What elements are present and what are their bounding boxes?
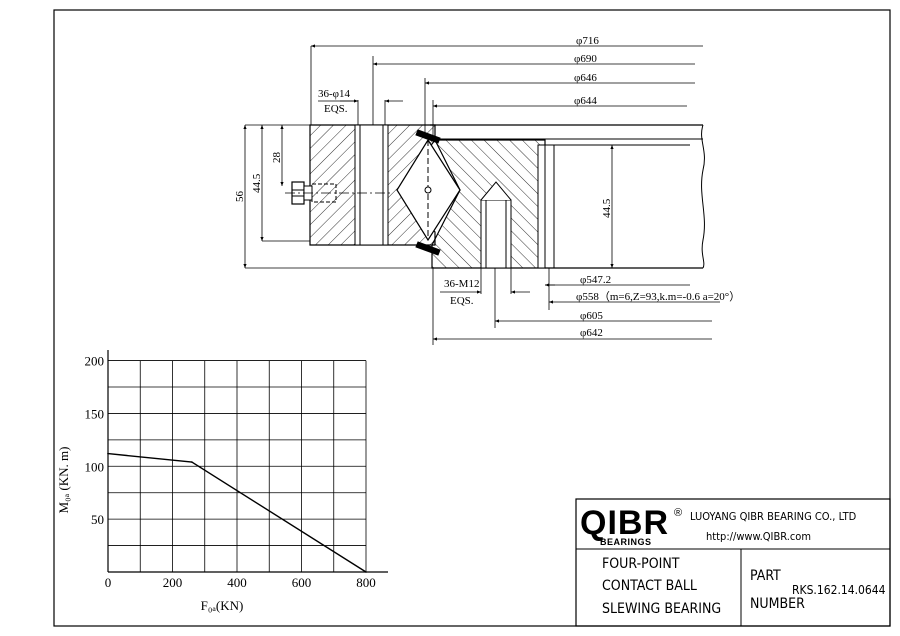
dimension-lines: [243, 44, 720, 345]
description-line-3: SLEWING BEARING: [602, 601, 721, 617]
load-curve-point: [107, 452, 109, 455]
bearing-cross-section: [285, 124, 705, 269]
chart-axes: [107, 350, 388, 573]
part-label-2: NUMBER: [750, 596, 805, 612]
seal-bottom: [415, 241, 441, 256]
x-tick-label: 800: [356, 575, 376, 590]
logo-sub: BEARINGS: [600, 537, 652, 547]
x-tick-label: 600: [292, 575, 312, 590]
dim-28: 28: [271, 152, 283, 164]
dim-690: φ690: [574, 53, 597, 65]
y-tick-label: 150: [85, 406, 105, 421]
dim-558: φ558（m=6,Z=93,k.m=-0.6 a=20°）: [576, 290, 740, 303]
chart-grid: [108, 360, 367, 572]
dim-646: φ646: [574, 72, 597, 84]
logo-registered: ®: [674, 507, 682, 519]
x-tick-label: 200: [163, 575, 183, 590]
company-name: LUOYANG QIBR BEARING CO., LTD: [690, 510, 857, 523]
title-block: [575, 498, 891, 627]
x-tick-label: 400: [227, 575, 247, 590]
part-number: RKS.162.14.0644: [792, 583, 886, 597]
load-curve-point: [365, 571, 367, 573]
description-line-1: FOUR-POINT: [602, 556, 680, 572]
dim-44-5-right: 44.5: [601, 198, 613, 218]
qibr-logo: QIBR ® BEARINGS: [580, 504, 682, 547]
part-label-1: PART: [750, 568, 781, 584]
chart-ticks: 0 200 400 600 800 200 150 100 50: [85, 354, 376, 590]
logo-text: QIBR: [580, 504, 669, 542]
dim-547: φ547.2: [580, 274, 611, 286]
load-chart: 0 200 400 600 800 200 150 100 50 F₀ₐ(KN) M₀ₐ (KN…: [56, 350, 388, 613]
company-website[interactable]: http://www.QIBR.com: [706, 530, 811, 543]
chart-xlabel: F₀ₐ(KN): [201, 598, 244, 613]
y-tick-label: 100: [85, 459, 105, 474]
chart-ylabel: M₀ₐ (KN. m): [56, 447, 71, 514]
y-tick-label: 200: [85, 354, 105, 369]
chart-series: [107, 452, 367, 573]
dim-bolt-holes-eqs: EQS.: [324, 103, 348, 115]
dim-bolt-holes: 36-φ14: [318, 88, 351, 100]
dim-716: φ716: [576, 35, 599, 47]
load-curve-point: [191, 461, 193, 463]
description-line-2: CONTACT BALL: [602, 578, 697, 594]
x-tick-label: 0: [105, 575, 112, 590]
dim-tapped-holes-eqs: EQS.: [450, 295, 474, 307]
dim-644: φ644: [574, 95, 597, 107]
dim-605: φ605: [580, 310, 603, 322]
dim-44-5-left: 44.5: [251, 173, 263, 193]
drawing-frame: [53, 9, 891, 627]
dim-56: 56: [234, 191, 246, 203]
dim-tapped-holes: 36-M12: [444, 278, 479, 290]
dim-642: φ642: [580, 327, 603, 339]
y-tick-label: 50: [91, 512, 104, 527]
